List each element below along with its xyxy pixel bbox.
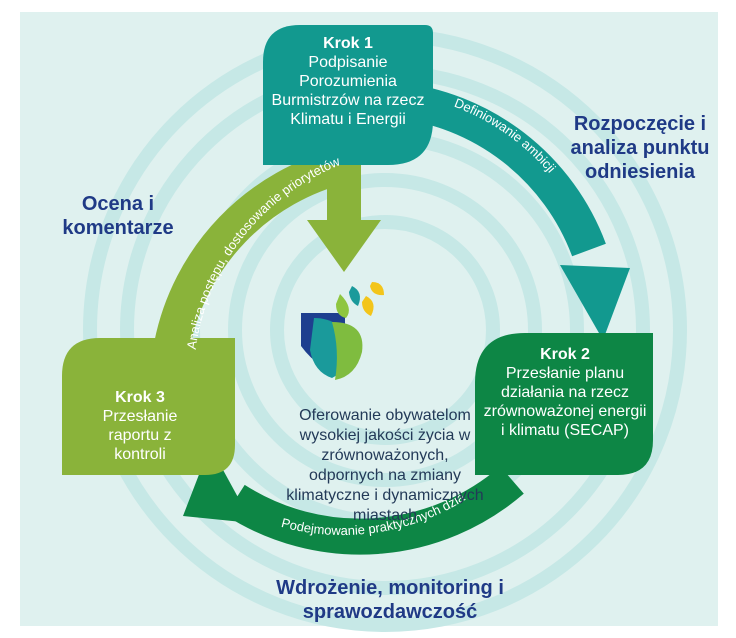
step3-text: Krok 3 Przesłanie raportu z kontroli	[85, 388, 195, 464]
step2-title: Krok 2	[540, 346, 590, 363]
step1-text: Krok 1 Podpisanie Porozumienia Burmistrz…	[268, 34, 428, 129]
phase-evaluation-label: Ocena i komentarze	[62, 193, 174, 239]
phase-implementation-label: Wdrożenie, monitoring i sprawozdawczość	[276, 577, 504, 623]
center-goal-text: Oferowanie obywatelom wysokiej jakości ż…	[286, 407, 484, 524]
step2-description: Przesłanie planu działania na rzecz zrów…	[483, 365, 647, 439]
step2-text: Krok 2 Przesłanie planu działania na rze…	[482, 345, 648, 440]
step1-description: Podpisanie Porozumienia Burmistrzów na r…	[271, 54, 425, 128]
phase-start-label: Rozpoczęcie i analiza punktu odniesienia	[570, 113, 710, 183]
step1-title: Krok 1	[323, 35, 373, 52]
arrow-actions	[183, 446, 524, 555]
step2-box	[475, 333, 653, 475]
covenant-leaf-logo-icon	[301, 282, 384, 380]
step3-title: Krok 3	[115, 389, 165, 406]
step3-box	[62, 338, 235, 475]
arrow-progress	[154, 147, 381, 349]
step1-box	[263, 25, 433, 165]
step3-description: Przesłanie raportu z kontroli	[102, 408, 178, 463]
